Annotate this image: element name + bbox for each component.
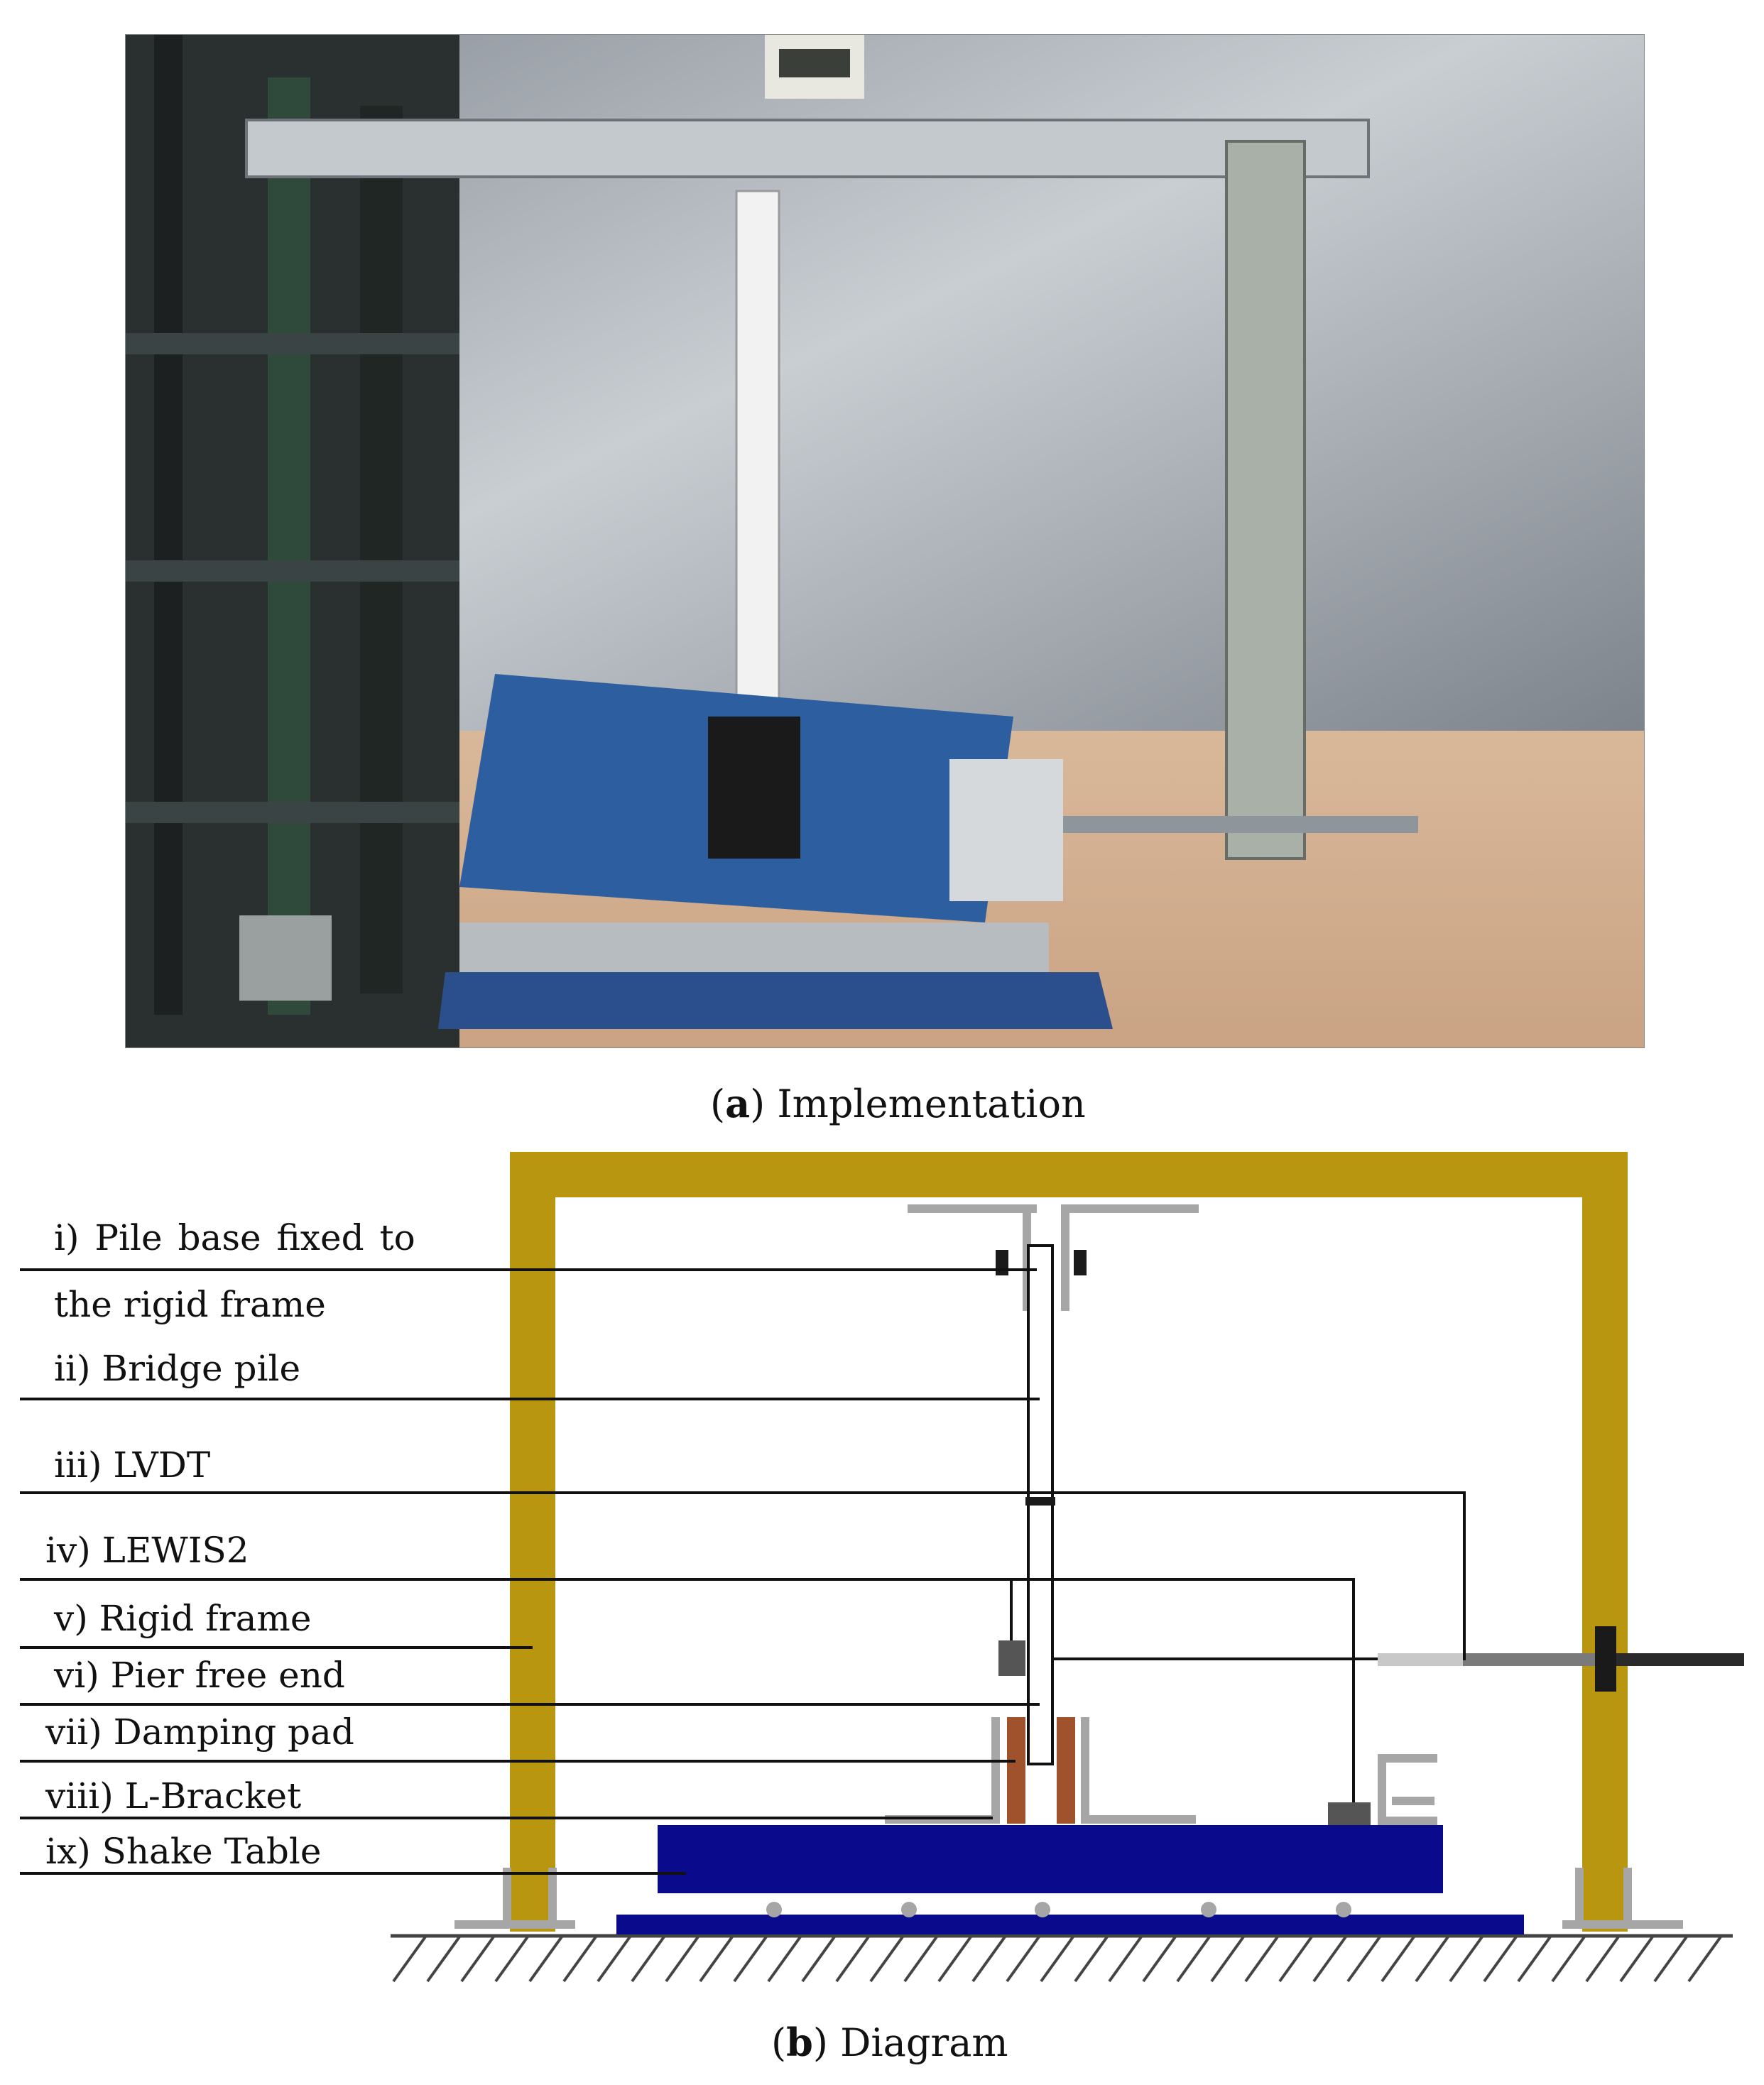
label-damping-pad: vii) Damping pad [45,1711,354,1753]
ground-hatch-mark [767,1934,802,1983]
diagram-caption: (b) Diagram [771,2020,1008,2065]
ground-hatch-mark [801,1934,837,1983]
ground-hatch-mark [392,1934,428,1983]
ground-hatch-mark [631,1934,666,1983]
ground-hatch-mark [494,1934,530,1983]
damping-pad-right [1057,1717,1075,1824]
schematic-diagram: i) Pile base fixed to the rigid frame ii… [0,1136,1764,2014]
label-shake-table: ix) Shake Table [45,1831,322,1872]
ground-hatch-mark [1517,1934,1552,1983]
ground-hatch-mark [1653,1934,1689,1983]
diagram-caption-letter: b [786,2020,813,2065]
ground-hatch-mark [562,1934,598,1983]
photo-caption-letter: a [725,1081,751,1126]
label-pier-free-end: vi) Pier free end [54,1655,345,1696]
ground-hatch-mark [1176,1934,1212,1983]
ground-hatch-mark [1142,1934,1177,1983]
ground-hatch-mark [1585,1934,1621,1983]
rigid-frame [510,1152,1628,1932]
ground-hatch-mark [835,1934,871,1983]
ground-hatch-mark [528,1934,564,1983]
ground-hatch-mark [1415,1934,1450,1983]
base-rail [616,1915,1524,1934]
ground-hatch-mark [903,1934,939,1983]
ground-hatch-mark [597,1934,632,1983]
label-rigid-frame-cont: the rigid frame [54,1284,326,1325]
diagram-caption-text: Diagram [840,2020,1008,2065]
ground-hatch-mark [1278,1934,1314,1983]
ground-hatch-mark [1006,1934,1041,1983]
damping-pad-left [1007,1717,1025,1824]
ground-hatch-mark [1346,1934,1382,1983]
label-rigid-frame: v) Rigid frame [54,1598,312,1639]
ground-hatch-mark [1449,1934,1484,1983]
ground-hatch-mark [665,1934,700,1983]
ground-hatch-mark [1619,1934,1655,1983]
ground-hatch-mark [733,1934,768,1983]
lewis2-sensor [998,1640,1025,1676]
implementation-photo [125,34,1645,1048]
ground-hatch-mark [1108,1934,1143,1983]
ground-hatch-mark [1210,1934,1246,1983]
ground-hatch-mark [937,1934,973,1983]
label-l-bracket: viii) L-Bracket [45,1775,302,1817]
ground-hatch-mark [460,1934,496,1983]
label-pile-base-fixed: i) Pile base fixed to [54,1217,415,1258]
shake-table [658,1825,1443,1893]
label-lewis2: iv) LEWIS2 [45,1530,249,1571]
ground-hatch-mark [971,1934,1007,1983]
ground-hatch-mark [1040,1934,1075,1983]
ground-hatch-mark [1483,1934,1518,1983]
ground-hatch-mark [869,1934,905,1983]
photo-caption: (a) Implementation [710,1081,1086,1126]
ground-hatch-mark [699,1934,734,1983]
ground-hatch-mark [1312,1934,1348,1983]
ground-hatch-mark [426,1934,462,1983]
label-bridge-pile: ii) Bridge pile [54,1348,301,1389]
ground-hatch-mark [1687,1934,1723,1983]
ground-hatch-mark [1381,1934,1416,1983]
ground-hatch-mark [1244,1934,1280,1983]
ground-hatch-mark [1551,1934,1586,1983]
label-lvdt: iii) LVDT [54,1444,211,1486]
photo-caption-text: Implementation [777,1082,1086,1126]
ground-hatch-mark [1074,1934,1109,1983]
